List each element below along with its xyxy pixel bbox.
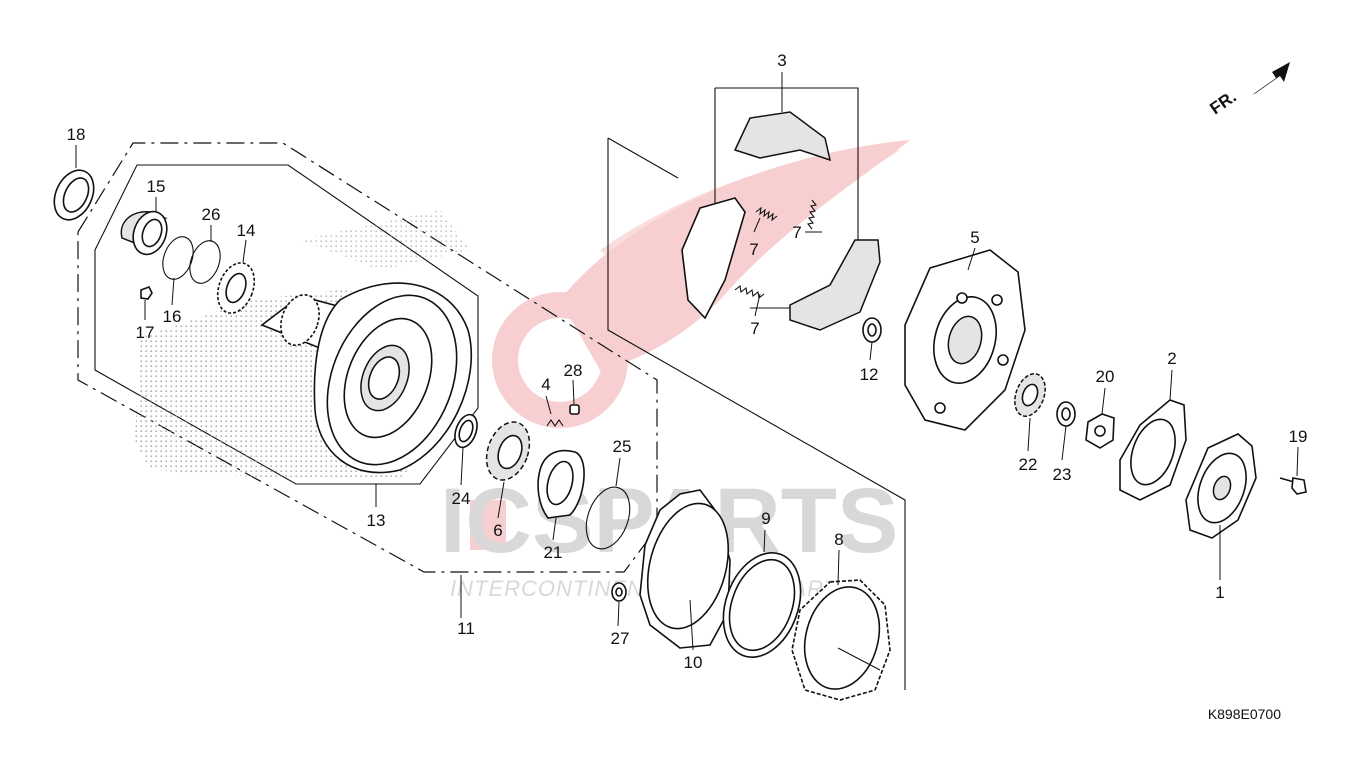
leader-lines bbox=[75, 72, 1299, 671]
part-27-nut bbox=[611, 582, 627, 602]
callout-7-b: 7 bbox=[792, 223, 801, 242]
part-8-gasket bbox=[791, 579, 891, 701]
part-12-nut bbox=[862, 317, 882, 343]
callout-2: 2 bbox=[1167, 349, 1176, 368]
callout-7-c: 7 bbox=[750, 319, 759, 338]
callout-23: 23 bbox=[1053, 465, 1072, 484]
part-14-gear bbox=[216, 262, 256, 314]
callout-15: 15 bbox=[147, 177, 166, 196]
callout-24: 24 bbox=[452, 489, 471, 508]
front-direction-indicator: FR. bbox=[1206, 62, 1290, 118]
part-25-circlip bbox=[585, 486, 631, 550]
part-16-circlip bbox=[162, 236, 194, 280]
callout-18: 18 bbox=[67, 125, 86, 144]
part-20-nut-plate bbox=[1085, 413, 1115, 449]
drawing-code: K898E0700 bbox=[1208, 706, 1281, 722]
part-28-roller bbox=[569, 404, 580, 415]
callout-10: 10 bbox=[684, 653, 703, 672]
callout-20: 20 bbox=[1096, 367, 1115, 386]
callout-19: 19 bbox=[1289, 427, 1308, 446]
part-4-spring bbox=[546, 419, 564, 427]
part-24-washer bbox=[454, 413, 478, 449]
callout-27: 27 bbox=[611, 629, 630, 648]
callout-6: 6 bbox=[493, 521, 502, 540]
callout-11: 11 bbox=[457, 619, 475, 638]
part-3-clutch-shoes bbox=[681, 111, 881, 331]
part-6-one-way-clutch bbox=[485, 421, 531, 481]
part-19-bolt bbox=[1279, 477, 1307, 495]
part-15-bearing bbox=[120, 210, 168, 256]
callout-17: 17 bbox=[136, 323, 155, 342]
callout-13: 13 bbox=[367, 511, 386, 530]
front-arrow-icon bbox=[1252, 62, 1290, 95]
callout-4: 4 bbox=[541, 375, 550, 394]
part-18-oil-seal bbox=[53, 169, 95, 221]
callout-14: 14 bbox=[237, 221, 256, 240]
callout-25: 25 bbox=[613, 437, 632, 456]
callouts: 18 15 26 14 17 16 13 11 4 28 24 6 21 25 … bbox=[67, 51, 1308, 672]
callout-5: 5 bbox=[970, 228, 979, 247]
part-21-plate bbox=[537, 449, 585, 519]
part-1-cover bbox=[1185, 433, 1257, 539]
part-13-clutch-outer bbox=[260, 282, 473, 474]
callout-8: 8 bbox=[834, 530, 843, 549]
part-26-shim bbox=[189, 240, 221, 284]
part-23-washer bbox=[1056, 401, 1076, 427]
assembly-outline-main bbox=[607, 137, 906, 690]
callout-26: 26 bbox=[202, 205, 221, 224]
part-5-drive-plate bbox=[904, 249, 1026, 431]
callout-9: 9 bbox=[761, 509, 770, 528]
callout-7-a: 7 bbox=[749, 240, 758, 259]
callout-22: 22 bbox=[1019, 455, 1038, 474]
callout-21: 21 bbox=[544, 543, 563, 562]
part-17-nut bbox=[140, 285, 153, 300]
brand-logo-icon bbox=[470, 140, 910, 550]
callout-28: 28 bbox=[564, 361, 583, 380]
callout-3: 3 bbox=[777, 51, 786, 70]
part-9-o-ring bbox=[722, 551, 802, 659]
part-7-springs bbox=[734, 199, 817, 300]
part-2-gasket bbox=[1119, 399, 1187, 501]
callout-1: 1 bbox=[1215, 583, 1224, 602]
part-22-damper bbox=[1014, 373, 1046, 417]
part-10-gasket bbox=[639, 489, 731, 649]
callout-12: 12 bbox=[860, 365, 879, 384]
front-direction-label: FR. bbox=[1206, 87, 1239, 118]
callout-16: 16 bbox=[163, 307, 182, 326]
